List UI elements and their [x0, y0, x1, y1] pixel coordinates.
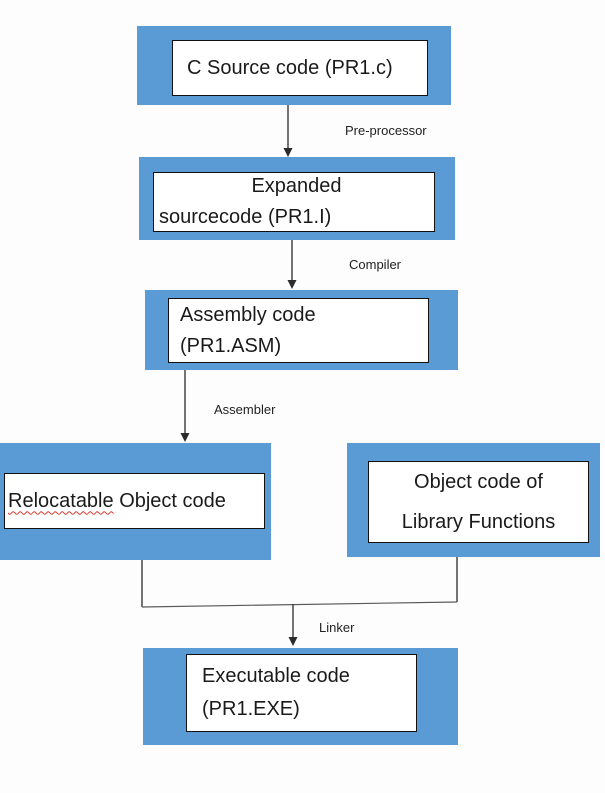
- node-library-object-code-line1: Object code of: [414, 471, 543, 493]
- node-executable-code-box: Executable code (PR1.EXE): [186, 654, 417, 732]
- node-assembly-code-line2: (PR1.ASM): [180, 334, 282, 357]
- arrow-assembler: [180, 370, 190, 442]
- node-assembly-code-line1: Assembly code: [180, 303, 316, 326]
- edge-label-linker: Linker: [319, 620, 355, 635]
- node-relocatable-object-code-box: Relocatable Object code: [4, 473, 265, 529]
- merge-lines: [141, 557, 458, 608]
- node-library-object-code-line2: Library Functions: [401, 511, 556, 533]
- node-assembly-code: Assembly code (PR1.ASM): [145, 290, 458, 370]
- arrow-compiler: [287, 240, 297, 289]
- node-relocatable-object-code: Relocatable Object code: [0, 443, 271, 560]
- node-assembly-code-box: Assembly code (PR1.ASM): [168, 298, 429, 363]
- arrow-linker: [288, 604, 298, 646]
- node-relocatable-object-code-label: Relocatable Object code: [8, 486, 264, 517]
- node-executable-code-line1: Executable code: [202, 665, 350, 687]
- node-relocatable-object-code-rest: Object code: [119, 489, 226, 512]
- edge-label-preprocessor: Pre-processor: [345, 123, 427, 138]
- node-library-object-code-box: Object code of Library Functions: [368, 461, 589, 543]
- node-executable-code-line2: (PR1.EXE): [202, 698, 300, 720]
- edge-label-assembler: Assembler: [214, 402, 276, 417]
- node-c-source-code: C Source code (PR1.c): [137, 26, 451, 105]
- misspelled-word: Relocatable: [8, 489, 114, 512]
- node-expanded-sourcecode: Expanded sourcecode (PR1.I): [139, 157, 455, 240]
- node-expanded-sourcecode-box: Expanded sourcecode (PR1.I): [153, 172, 435, 232]
- node-c-source-code-box: C Source code (PR1.c): [172, 40, 428, 96]
- arrow-preprocessor: [283, 105, 293, 157]
- edge-label-compiler: Compiler: [349, 257, 402, 272]
- node-executable-code: Executable code (PR1.EXE): [143, 648, 458, 745]
- node-expanded-sourcecode-line2: sourcecode (PR1.I): [159, 206, 332, 228]
- node-library-object-code: Object code of Library Functions: [347, 443, 600, 557]
- node-expanded-sourcecode-line1: Expanded: [251, 175, 342, 197]
- node-c-source-code-label: C Source code (PR1.c): [187, 56, 393, 79]
